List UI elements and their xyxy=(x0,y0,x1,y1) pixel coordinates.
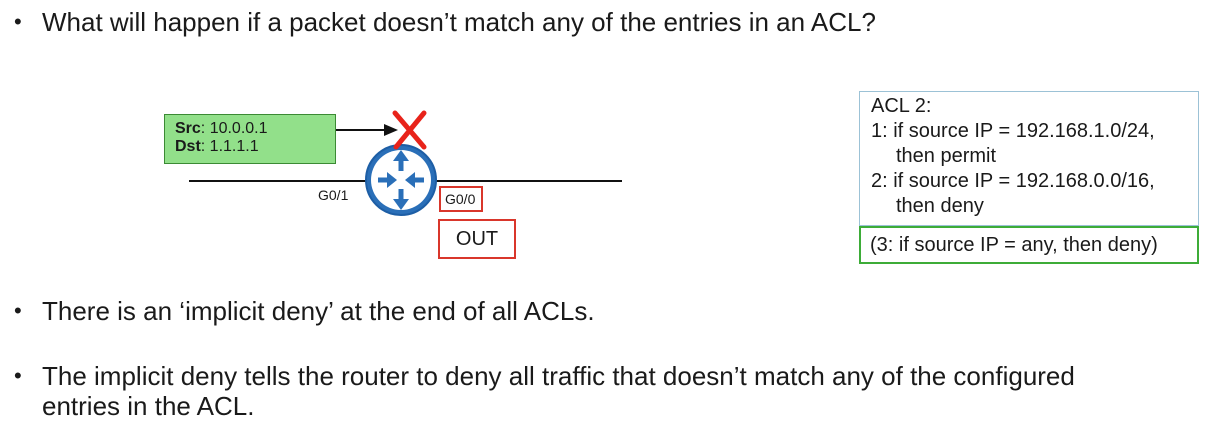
src-value: : 10.0.0.1 xyxy=(200,120,268,137)
router-icon xyxy=(365,144,437,216)
explanation-text: The implicit deny tells the router to de… xyxy=(42,361,1075,421)
acl-entry-2-action: then deny xyxy=(896,195,984,217)
explanation-line-1: The implicit deny tells the router to de… xyxy=(42,361,1075,391)
acl-implicit-deny-entry: (3: if source IP = any, then deny) xyxy=(859,226,1199,264)
packet-dst-line: Dst: 1.1.1.1 xyxy=(175,138,335,156)
bullet-dot: • xyxy=(14,9,22,34)
explanation-line-2: entries in the ACL. xyxy=(42,391,255,421)
packet-src-line: Src: 10.0.0.1 xyxy=(175,120,335,138)
packet-arrow-head xyxy=(384,124,398,136)
acl-box: ACL 2: 1: if source IP = 192.168.1.0/24,… xyxy=(859,91,1199,226)
bullet-dot: • xyxy=(14,298,22,323)
src-label: Src xyxy=(175,120,201,137)
blocked-x-mark xyxy=(392,110,427,150)
acl-entry-1-condition: 1: if source IP = 192.168.1.0/24, xyxy=(871,120,1155,142)
question-text: What will happen if a packet doesn’t mat… xyxy=(42,7,876,37)
packet-header-box: Src: 10.0.0.1 Dst: 1.1.1.1 xyxy=(164,114,336,164)
bullet-dot: • xyxy=(14,363,22,388)
dst-label: Dst xyxy=(175,138,201,155)
direction-out-label: OUT xyxy=(438,219,516,259)
acl-entry-1-action: then permit xyxy=(896,145,997,167)
dst-value: : 1.1.1.1 xyxy=(200,138,259,155)
interface-g01-label: G0/1 xyxy=(318,187,349,203)
implicit-deny-text: There is an ‘implicit deny’ at the end o… xyxy=(42,296,595,326)
acl-entry-2-condition: 2: if source IP = 192.168.0.0/16, xyxy=(871,170,1155,192)
interface-g00-label: G0/0 xyxy=(439,186,483,212)
acl-title: ACL 2: xyxy=(871,95,932,117)
